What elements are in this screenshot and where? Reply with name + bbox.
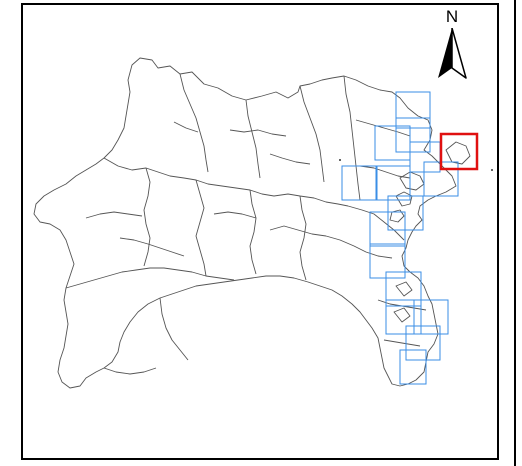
- north-arrow-icon: [438, 28, 467, 79]
- survey-tile: [395, 91, 431, 129]
- survey-tiles: [341, 91, 459, 385]
- survey-tile: [374, 125, 411, 161]
- survey-tile: [385, 271, 422, 307]
- survey-tile: [369, 211, 406, 247]
- inland-point: [339, 159, 341, 161]
- survey-tile: [405, 325, 441, 361]
- survey-tile: [385, 299, 422, 335]
- survey-tile: [413, 299, 449, 335]
- north-arrow: N: [432, 8, 472, 80]
- survey-tile: [395, 117, 431, 153]
- survey-tile: [399, 349, 427, 385]
- survey-tile: [409, 141, 441, 173]
- north-label: N: [445, 7, 459, 26]
- offshore-point: [491, 169, 493, 171]
- highlighted-tile: [439, 132, 479, 171]
- survey-tile: [369, 243, 406, 279]
- prefecture-boundary: [33, 57, 471, 389]
- right-edge-rule: [514, 0, 516, 466]
- survey-tile: [375, 165, 411, 201]
- survey-tile: [341, 165, 378, 201]
